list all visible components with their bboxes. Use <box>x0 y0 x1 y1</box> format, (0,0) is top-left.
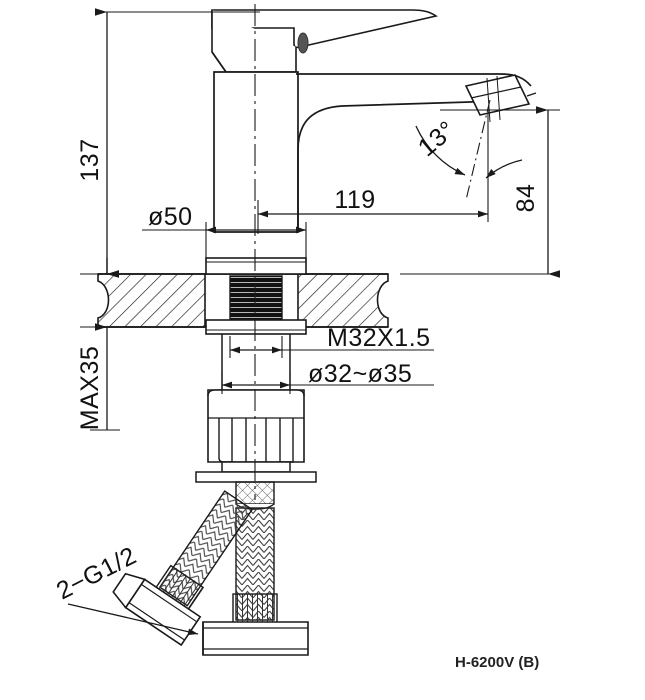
spout <box>296 73 537 232</box>
dimension-thread-m32 <box>229 336 434 358</box>
label-angle-13: 13° <box>413 116 461 163</box>
label-reach-119: 119 <box>334 186 375 214</box>
lever-handle <box>211 9 438 73</box>
dimension-deck-max35 <box>80 258 150 431</box>
dimension-angle-13 <box>415 75 523 201</box>
aerator-outlet <box>464 74 531 116</box>
dimension-base-dia-50 <box>142 222 307 262</box>
lower-shank-assembly <box>207 334 305 473</box>
dimension-inlet-g12 <box>67 603 199 636</box>
hex-connector-left <box>112 572 202 647</box>
dimension-reach-119 <box>257 108 489 234</box>
threaded-shank <box>229 275 283 321</box>
label-thread-m32: M32X1.5 <box>327 324 431 352</box>
label-base-dia-50: ø50 <box>148 203 193 231</box>
handle-indicator-dot <box>297 32 309 54</box>
faucet-body <box>213 71 299 233</box>
flex-hose-vertical <box>232 481 278 625</box>
flex-hose-angled <box>154 490 254 612</box>
label-deck-max35: MAX35 <box>76 346 104 430</box>
mounting-nut <box>205 319 307 335</box>
dimension-labels: 137 ø50 119 13° 84 MAX35 M32X1.5 ø32~ø35… <box>52 116 540 606</box>
model-number-label: H-6200V (B) <box>455 654 539 671</box>
hose-top-plate <box>195 471 317 483</box>
dimension-hole-dia <box>221 372 434 394</box>
dimension-height-84 <box>400 106 560 278</box>
label-hole-dia: ø32~ø35 <box>308 360 412 388</box>
base-flange <box>205 257 307 275</box>
hex-connector-right <box>202 621 309 656</box>
label-height-137: 137 <box>76 138 104 181</box>
label-height-84: 84 <box>512 184 540 213</box>
